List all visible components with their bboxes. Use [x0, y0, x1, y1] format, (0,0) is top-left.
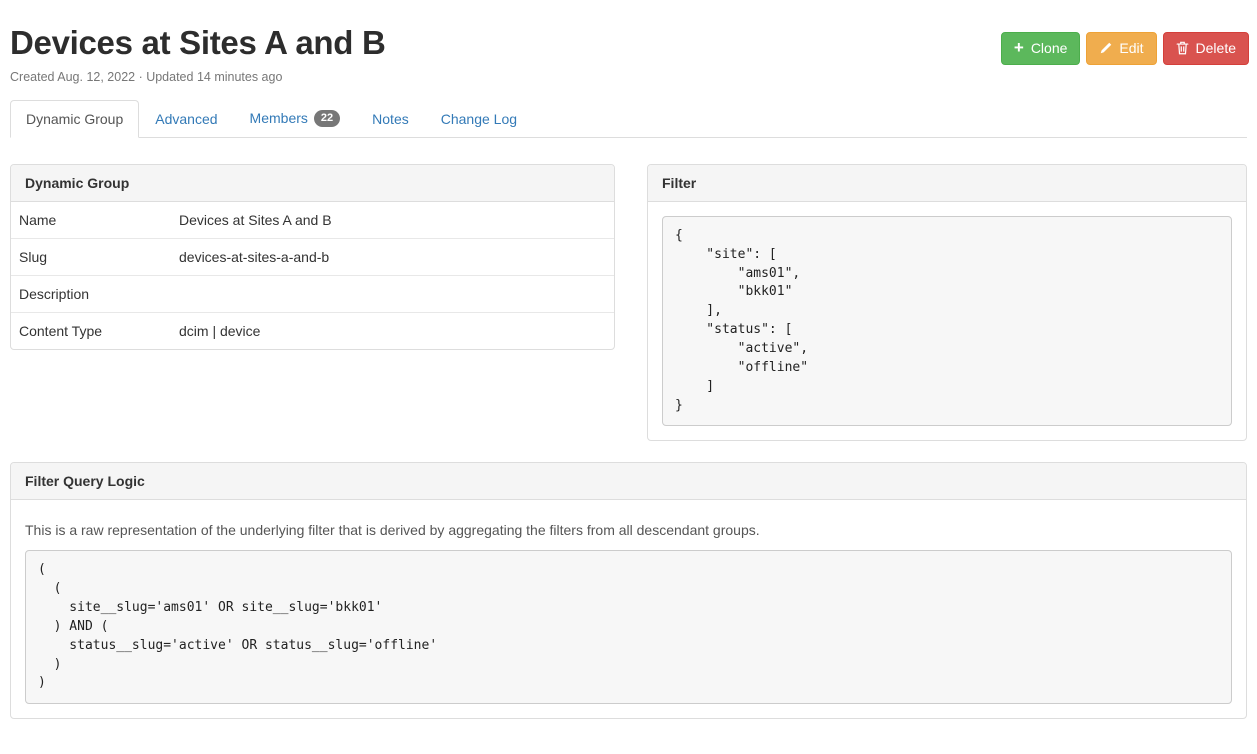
- dynamic-group-panel-title: Dynamic Group: [11, 164, 614, 202]
- filter-panel: Filter { "site": [ "ams01", "bkk01" ], "…: [647, 163, 1247, 442]
- filter-json-code: { "site": [ "ams01", "bkk01" ], "status"…: [662, 215, 1232, 427]
- clone-button-label: Clone: [1030, 40, 1068, 56]
- plus-icon: +: [1013, 38, 1024, 58]
- created-updated-meta: Created Aug. 12, 2022 · Updated 14 minut…: [10, 69, 283, 84]
- edit-button[interactable]: Edit: [1086, 32, 1157, 65]
- tab-dynamic-group[interactable]: Dynamic Group: [10, 99, 140, 138]
- table-row: Name Devices at Sites A and B: [11, 202, 614, 239]
- tab-members-label: Members: [249, 110, 308, 127]
- filter-query-logic-code: ( ( site__slug='ams01' OR site__slug='bk…: [25, 550, 1232, 705]
- attr-label-content-type: Content Type: [11, 311, 171, 349]
- tab-change-log[interactable]: Change Log: [440, 110, 518, 127]
- tab-members[interactable]: Members 22: [234, 99, 357, 138]
- attr-label-description: Description: [11, 274, 171, 313]
- clone-button[interactable]: + Clone: [1000, 32, 1081, 65]
- pencil-icon: [1099, 42, 1112, 55]
- object-action-buttons: + Clone Edit Delete: [1000, 32, 1249, 65]
- filter-query-logic-description: This is a raw representation of the unde…: [25, 522, 760, 539]
- attr-value-slug: devices-at-sites-a-and-b: [171, 237, 614, 276]
- filter-panel-body: { "site": [ "ams01", "bkk01" ], "status"…: [648, 202, 1246, 440]
- tab-advanced[interactable]: Advanced: [155, 110, 218, 127]
- members-count-badge: 22: [313, 109, 341, 127]
- page-title: Devices at Sites A and B: [10, 24, 386, 61]
- attr-value-description: [171, 274, 614, 313]
- tab-bar: Dynamic Group Advanced Members 22 Notes …: [10, 99, 1247, 138]
- attr-value-content-type: dcim | device: [171, 311, 614, 349]
- left-column: Dynamic Group Name Devices at Sites A an…: [10, 163, 615, 441]
- filter-query-logic-panel: Filter Query Logic This is a raw represe…: [10, 462, 1247, 720]
- delete-button-label: Delete: [1195, 40, 1236, 56]
- attr-label-slug: Slug: [11, 237, 171, 276]
- trash-icon: [1176, 41, 1189, 55]
- delete-button[interactable]: Delete: [1162, 32, 1249, 65]
- attr-value-name: Devices at Sites A and B: [179, 211, 332, 228]
- filter-query-logic-panel-body: This is a raw representation of the unde…: [11, 500, 1246, 718]
- tab-notes[interactable]: Notes: [372, 110, 409, 127]
- table-row: Slug devices-at-sites-a-and-b: [11, 237, 614, 276]
- table-row: Description: [11, 274, 614, 313]
- table-row: Content Type dcim | device: [11, 311, 614, 349]
- dynamic-group-attributes-table: Name Devices at Sites A and B Slug devic…: [11, 202, 614, 349]
- edit-button-label: Edit: [1119, 40, 1144, 56]
- right-column: Filter { "site": [ "ams01", "bkk01" ], "…: [647, 163, 1247, 442]
- panels-row: Dynamic Group Name Devices at Sites A an…: [10, 163, 1247, 442]
- filter-panel-title: Filter: [648, 164, 1246, 202]
- dynamic-group-detail-page: + Clone Edit Delete Devices at Sites A a…: [0, 24, 1257, 720]
- dynamic-group-panel: Dynamic Group Name Devices at Sites A an…: [10, 163, 615, 350]
- filter-query-logic-panel-title: Filter Query Logic: [11, 463, 1246, 501]
- attr-label-name: Name: [19, 211, 57, 228]
